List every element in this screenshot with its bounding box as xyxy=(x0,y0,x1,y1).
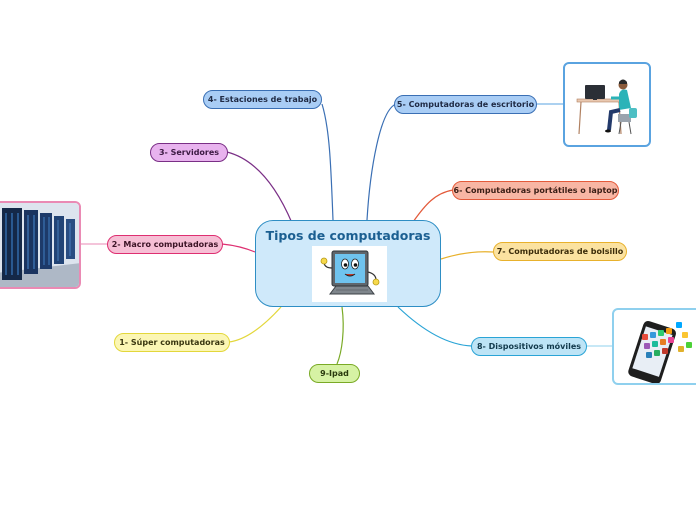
topic-ipad[interactable]: 9-Ipad xyxy=(309,364,360,383)
link-super xyxy=(228,306,282,343)
topic-label: 2- Macro computadoras xyxy=(111,240,219,249)
link-portatiles xyxy=(412,189,454,223)
topic-label: 5- Computadoras de escritorio xyxy=(396,100,535,109)
topic-label: 6- Computadoras portátiles o laptop xyxy=(453,186,618,195)
topic-computadoras-de-bolsillo[interactable]: 7- Computadoras de bolsillo xyxy=(493,242,627,261)
laptop-mascot-icon xyxy=(312,246,387,302)
topic-label: 4- Estaciones de trabajo xyxy=(207,95,318,104)
topic-label: 3- Servidores xyxy=(158,148,220,157)
topic-super-computadoras[interactable]: 1- Súper computadoras xyxy=(114,333,230,352)
link-moviles xyxy=(397,306,473,347)
smartphone-apps-icon xyxy=(612,308,696,385)
link-servidores xyxy=(226,151,293,224)
central-topic[interactable]: Tipos de computadoras xyxy=(255,220,441,307)
topic-label: 1- Súper computadoras xyxy=(119,338,225,347)
link-escritorio xyxy=(366,103,397,221)
topic-label: 9-Ipad xyxy=(320,369,349,378)
link-bolsillo xyxy=(440,251,494,260)
topic-label: 8- Dispositivos móviles xyxy=(476,342,582,351)
central-title: Tipos de computadoras xyxy=(265,228,431,243)
topic-label: 7- Computadoras de bolsillo xyxy=(496,247,624,256)
topic-estaciones-de-trabajo[interactable]: 4- Estaciones de trabajo xyxy=(203,90,322,109)
link-macro xyxy=(221,243,256,253)
server-racks-icon xyxy=(0,201,81,289)
topic-dispositivos-moviles[interactable]: 8- Dispositivos móviles xyxy=(471,337,587,356)
topic-servidores[interactable]: 3- Servidores xyxy=(150,143,228,162)
topic-macro-computadoras[interactable]: 2- Macro computadoras xyxy=(107,235,223,254)
link-ipad xyxy=(336,306,344,365)
link-estaciones xyxy=(321,103,334,221)
topic-computadoras-de-escritorio[interactable]: 5- Computadoras de escritorio xyxy=(394,95,537,114)
person-at-desk-icon xyxy=(563,62,651,147)
topic-computadoras-portatiles[interactable]: 6- Computadoras portátiles o laptop xyxy=(452,181,619,200)
